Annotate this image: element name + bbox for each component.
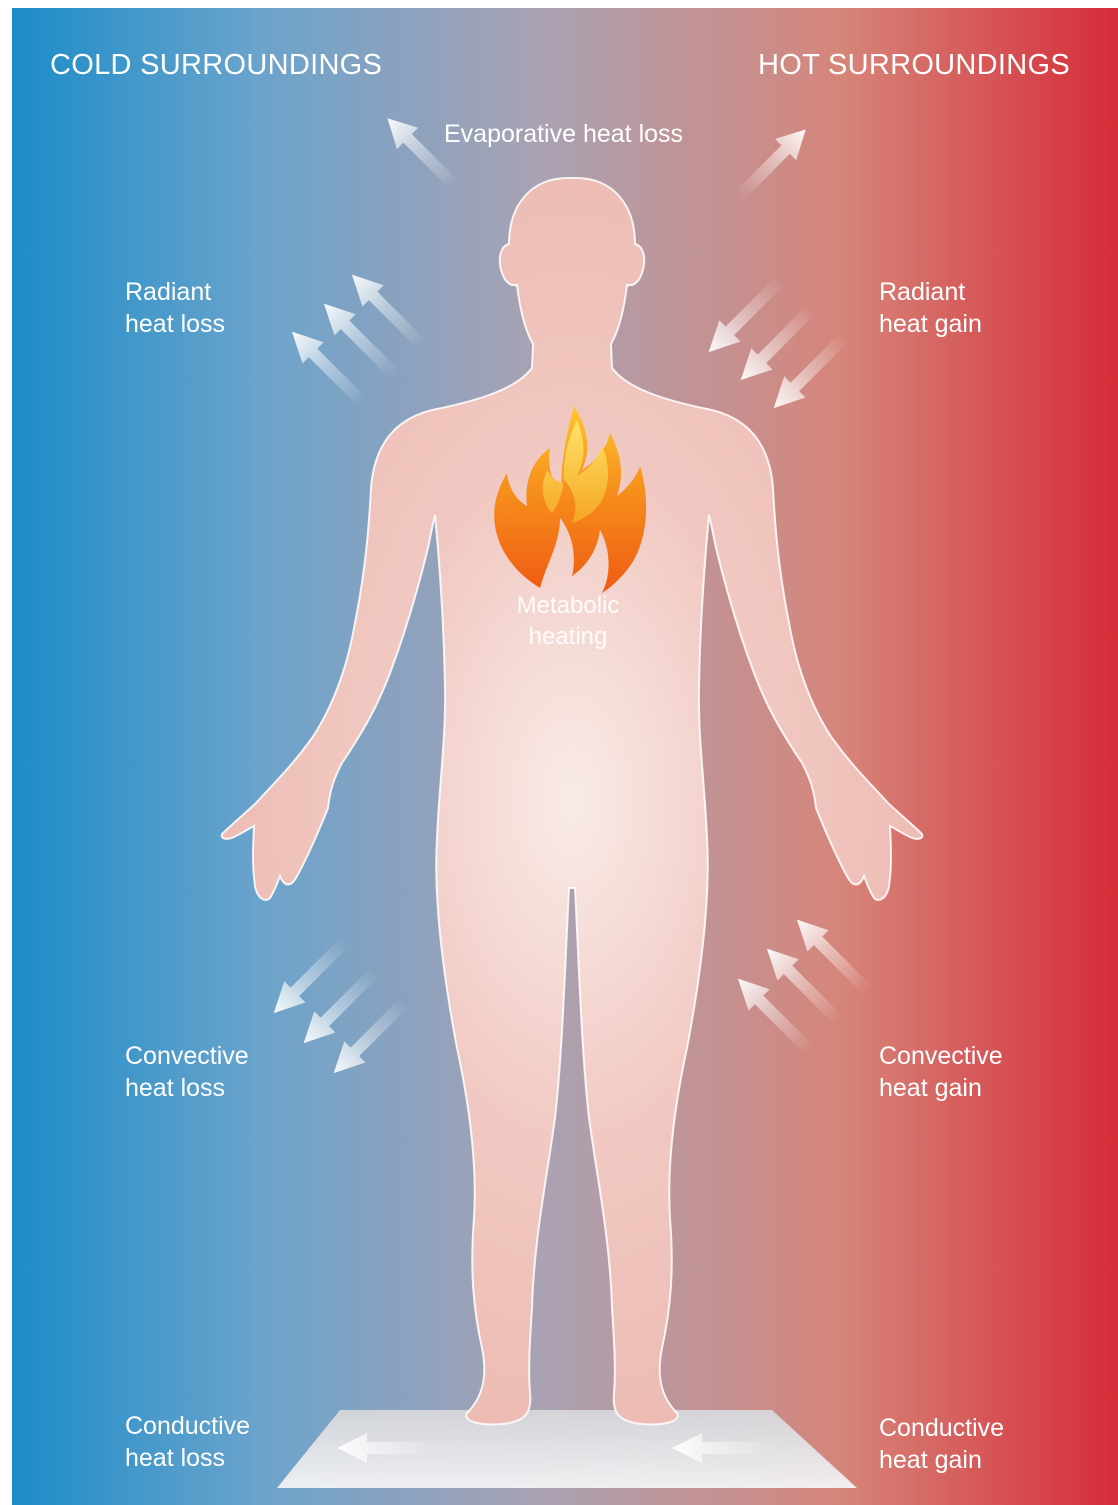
conductive-heat-loss-label: Conductive heat loss (125, 1410, 250, 1474)
label-line: heat loss (125, 1442, 250, 1474)
metabolic-heating-label: Metabolic heating (498, 590, 638, 652)
label-line: heat loss (125, 308, 225, 340)
label-line: Radiant (879, 276, 982, 308)
hot-surroundings-heading: HOT SURROUNDINGS (758, 48, 1070, 82)
radiant-heat-loss-label: Radiant heat loss (125, 276, 225, 340)
convective-heat-gain-label: Convective heat gain (879, 1040, 1003, 1104)
label-line: heat gain (879, 308, 982, 340)
label-line: Radiant (125, 276, 225, 308)
conductive-heat-gain-label: Conductive heat gain (879, 1412, 1004, 1476)
convective-heat-loss-label: Convective heat loss (125, 1040, 249, 1104)
heat-exchange-diagram: COLD SURROUNDINGS HOT SURROUNDINGS Evapo… (12, 8, 1118, 1505)
label-line: Convective (879, 1040, 1003, 1072)
label-line: heating (498, 621, 638, 652)
evaporative-heat-loss-label: Evaporative heat loss (444, 118, 683, 150)
label-line: Conductive (125, 1410, 250, 1442)
label-line: heat gain (879, 1072, 1003, 1104)
label-line: Convective (125, 1040, 249, 1072)
label-line: heat loss (125, 1072, 249, 1104)
diagram-artwork (12, 8, 1118, 1505)
label-line: Metabolic (498, 590, 638, 621)
label-line: Conductive (879, 1412, 1004, 1444)
cold-surroundings-heading: COLD SURROUNDINGS (50, 48, 382, 82)
label-line: heat gain (879, 1444, 1004, 1476)
radiant-heat-gain-label: Radiant heat gain (879, 276, 982, 340)
